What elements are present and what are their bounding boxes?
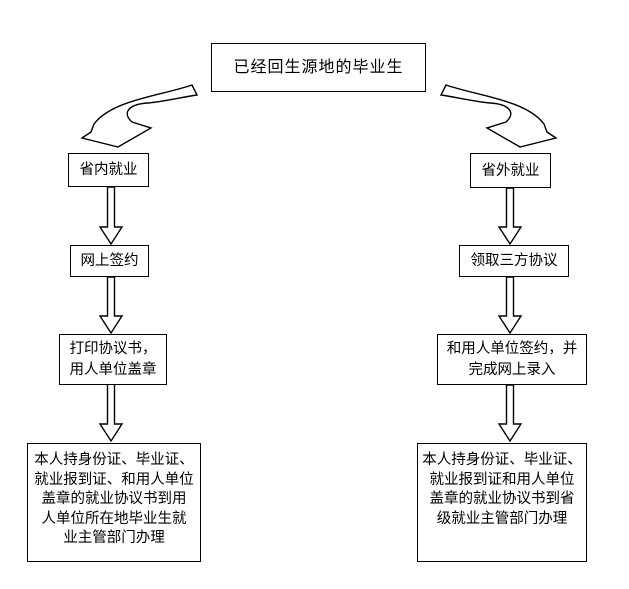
node-label: 本人持身份证、毕业证、 就业报到证和用人单位 盖章的就业协议书到省 级就业主管部… [422,452,582,527]
node-label: 和用人单位签约，并 完成网上录入 [446,340,578,378]
node-online-signing: 网上签约 [70,245,149,277]
curved-arrow-down-right-icon [439,84,558,148]
node-out-of-province-employment: 省外就业 [470,153,551,188]
down-arrow-icon [98,186,124,246]
node-label: 省内就业 [79,162,138,178]
node-get-tripartite-agreement: 领取三方协议 [459,245,569,277]
node-label: 领取三方协议 [470,253,558,269]
node-label: 本人持身份证、毕业证、 就业报到证、和用人单位 盖章的就业协议书到用 人单位所在… [34,452,194,546]
node-sign-with-employer: 和用人单位签约，并 完成网上录入 [437,334,587,385]
node-right-final-procedure: 本人持身份证、毕业证、 就业报到证和用人单位 盖章的就业协议书到省 级就业主管部… [417,443,587,562]
down-arrow-icon [497,187,523,246]
down-arrow-icon [497,276,523,335]
down-arrow-icon [98,276,124,335]
node-in-province-employment: 省内就业 [68,153,149,187]
node-label: 打印协议书， 用人单位盖章 [69,340,157,378]
node-label: 省外就业 [481,162,540,179]
node-title-label: 已经回生源地的毕业生 [233,58,404,76]
node-print-agreement: 打印协议书， 用人单位盖章 [59,334,167,385]
node-title: 已经回生源地的毕业生 [211,43,426,92]
down-arrow-icon [98,383,124,443]
node-label: 网上签约 [80,253,139,269]
curved-arrow-down-left-icon [80,84,199,148]
node-left-final-procedure: 本人持身份证、毕业证、 就业报到证、和用人单位 盖章的就业协议书到用 人单位所在… [27,443,201,562]
down-arrow-icon [497,384,523,443]
